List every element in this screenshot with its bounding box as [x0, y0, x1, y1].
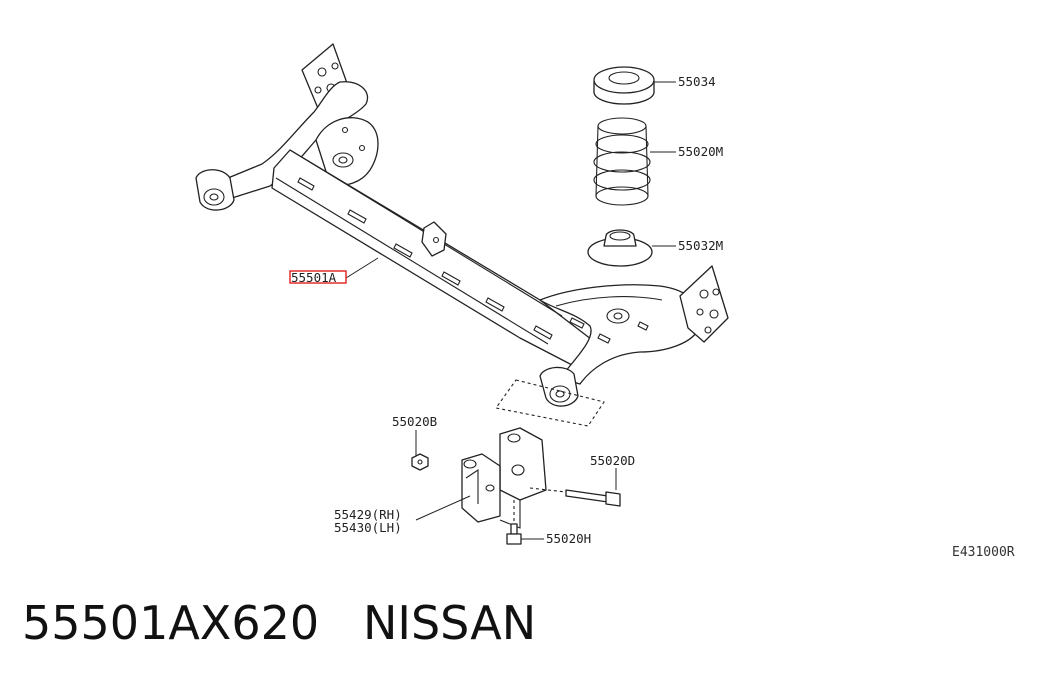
through-bolt	[529, 487, 621, 507]
upper-spring-seat	[593, 66, 655, 105]
label-55429: 55429(RH)	[334, 507, 402, 522]
caption: 55501AX620 NISSAN	[22, 596, 536, 650]
label-55020H: 55020H	[546, 531, 591, 546]
nut	[411, 453, 429, 471]
label-55430: 55430(LH)	[334, 520, 402, 535]
label-55020M: 55020M	[678, 144, 723, 159]
mounting-bracket	[461, 427, 547, 529]
coil-spring	[593, 117, 651, 206]
label-55020B: 55020B	[392, 414, 437, 429]
highlight-box	[289, 270, 347, 284]
label-55501A[interactable]: 55501A	[291, 270, 337, 285]
lower-spring-seat	[587, 229, 653, 267]
rear-axle-beam	[195, 43, 729, 427]
rear-suspension-diagram: 55034 55020M 55032M 55501A 55020B 55020D…	[195, 43, 729, 546]
reference-code: E431000R	[952, 545, 1015, 560]
caption-brand: NISSAN	[363, 596, 537, 650]
label-55032M: 55032M	[678, 238, 723, 253]
label-55020D: 55020D	[590, 453, 635, 468]
bolt	[506, 500, 522, 545]
leader-lines	[345, 81, 676, 540]
label-55034: 55034	[678, 74, 716, 89]
caption-part-number: 55501AX620	[22, 596, 320, 650]
